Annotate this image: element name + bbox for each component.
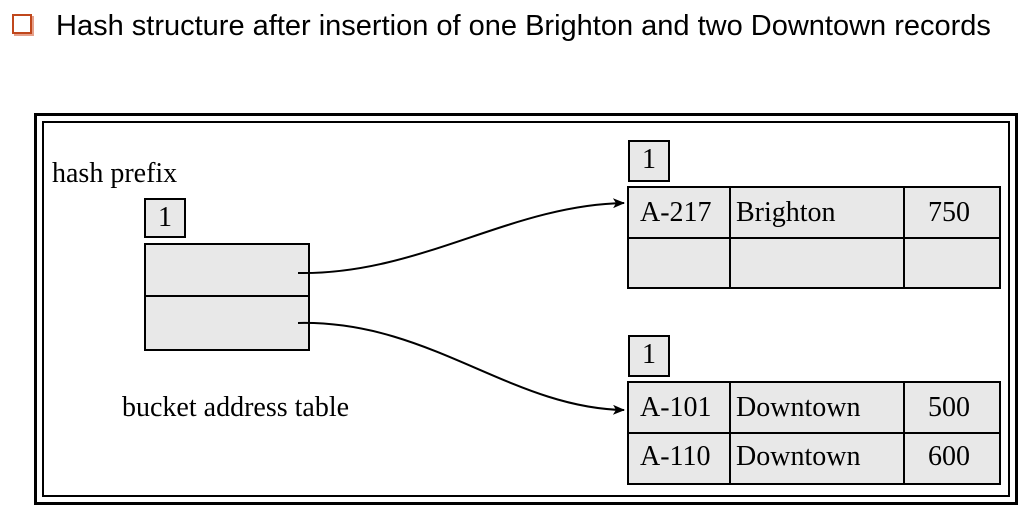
- bucket1-row1-branch: Brighton: [736, 197, 836, 228]
- bucket2-row1-account: A-101: [640, 392, 712, 423]
- bucket1-row1-balance: 750: [928, 197, 970, 228]
- bucket1-row1-account: A-217: [640, 197, 712, 228]
- bucket2-row2-balance: 600: [928, 441, 970, 472]
- figure-frame-outer: [34, 113, 1018, 505]
- bucket1-local-depth: 1: [628, 140, 670, 182]
- bucket2-row2-branch: Downtown: [736, 441, 861, 472]
- hash-prefix-value: 1: [144, 198, 186, 238]
- slide-heading: Hash structure after insertion of one Br…: [56, 10, 991, 42]
- bullet-icon: [12, 14, 32, 34]
- bucket2-row2-account: A-110: [640, 441, 711, 472]
- pointer-arrow-to-bucket2: [297, 321, 625, 415]
- bucket2-local-depth: 1: [628, 335, 670, 377]
- hash-prefix-label: hash prefix: [52, 158, 178, 189]
- figure-frame-inner: [42, 121, 1010, 497]
- bucket-address-table-label: bucket address table: [122, 392, 350, 423]
- pointer-arrow-to-bucket1: [297, 198, 625, 275]
- bucket2-row1-branch: Downtown: [736, 392, 861, 423]
- bucket2-row1-balance: 500: [928, 392, 970, 423]
